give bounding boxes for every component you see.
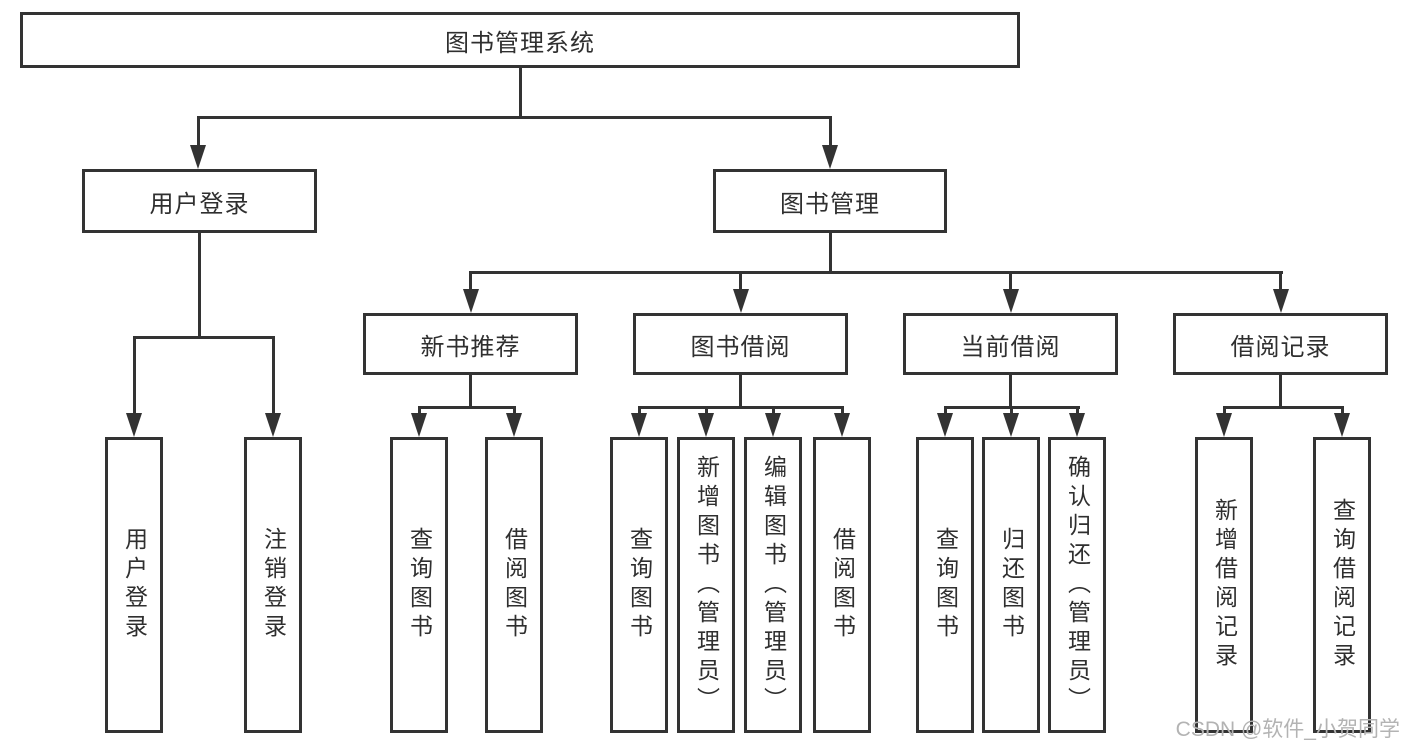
arrowhead bbox=[1003, 413, 1019, 437]
connector-line bbox=[417, 406, 516, 409]
leaf-label: 借阅图书 bbox=[829, 527, 856, 643]
arrowhead bbox=[462, 289, 479, 313]
arrowhead bbox=[732, 289, 749, 313]
node-book-borrow: 图书借阅 bbox=[633, 313, 848, 375]
connector-line bbox=[198, 233, 201, 338]
leaf-label: 编辑图书（管理员） bbox=[760, 454, 787, 716]
arrowhead bbox=[834, 413, 850, 437]
connector-line bbox=[1009, 375, 1012, 409]
connector-line bbox=[271, 335, 275, 426]
arrowhead bbox=[937, 413, 953, 437]
leaf-return-book: 归还图书 bbox=[982, 437, 1040, 733]
leaf-borrow-books-recommend: 借阅图书 bbox=[485, 437, 543, 733]
arrowhead bbox=[1272, 289, 1289, 313]
leaf-label: 查询图书 bbox=[932, 527, 959, 643]
arrowhead bbox=[126, 413, 142, 437]
leaf-borrow-books: 借阅图书 bbox=[813, 437, 871, 733]
connector-line bbox=[132, 335, 275, 339]
connector-line bbox=[1009, 270, 1012, 304]
leaf-label: 用户登录 bbox=[121, 527, 148, 643]
leaf-query-books-current: 查询图书 bbox=[916, 437, 974, 733]
connector-line bbox=[828, 115, 832, 162]
connector-line bbox=[518, 68, 522, 118]
node-book-management: 图书管理 bbox=[713, 169, 947, 233]
connector-line bbox=[196, 115, 832, 119]
connector-line bbox=[828, 233, 832, 272]
leaf-label: 查询借阅记录 bbox=[1329, 498, 1356, 672]
connector-line bbox=[132, 335, 136, 426]
connector-line bbox=[469, 270, 1283, 274]
leaf-label: 借阅图书 bbox=[501, 527, 528, 643]
leaf-confirm-return-admin: 确认归还（管理员） bbox=[1048, 437, 1106, 733]
node-user-login: 用户登录 bbox=[82, 169, 317, 233]
arrowhead bbox=[265, 413, 281, 437]
leaf-label: 新增借阅记录 bbox=[1211, 498, 1238, 672]
arrowhead bbox=[1334, 413, 1350, 437]
connector-line bbox=[1279, 270, 1282, 304]
leaf-add-book-admin: 新增图书（管理员） bbox=[677, 437, 735, 733]
arrowhead bbox=[822, 145, 838, 169]
leaf-label: 查询图书 bbox=[626, 527, 653, 643]
csdn-watermark: CSDN @软件_小贺同学 bbox=[1175, 718, 1400, 741]
connector-line bbox=[1279, 375, 1282, 409]
arrowhead bbox=[190, 145, 206, 169]
node-new-book-recommend: 新书推荐 bbox=[363, 313, 578, 375]
connector-line bbox=[1222, 406, 1344, 409]
connector-line bbox=[739, 270, 742, 304]
connector-line bbox=[196, 115, 200, 162]
connector-line bbox=[739, 375, 742, 409]
arrowhead bbox=[631, 413, 647, 437]
connector-line bbox=[469, 270, 472, 304]
leaf-query-borrow-record: 查询借阅记录 bbox=[1313, 437, 1371, 733]
arrowhead bbox=[1069, 413, 1085, 437]
node-current-borrow: 当前借阅 bbox=[903, 313, 1118, 375]
leaf-query-books-recommend: 查询图书 bbox=[390, 437, 448, 733]
arrowhead bbox=[698, 413, 714, 437]
node-library-system: 图书管理系统 bbox=[20, 12, 1020, 68]
node-borrow-records: 借阅记录 bbox=[1173, 313, 1388, 375]
leaf-logout: 注销登录 bbox=[244, 437, 302, 733]
arrowhead bbox=[1216, 413, 1232, 437]
arrowhead bbox=[1002, 289, 1019, 313]
leaf-label: 新增图书（管理员） bbox=[693, 454, 720, 716]
leaf-label: 确认归还（管理员） bbox=[1064, 454, 1091, 716]
connector-line bbox=[637, 406, 844, 409]
arrowhead bbox=[411, 413, 427, 437]
leaf-user-login: 用户登录 bbox=[105, 437, 163, 733]
arrowhead bbox=[506, 413, 522, 437]
leaf-add-borrow-record: 新增借阅记录 bbox=[1195, 437, 1253, 733]
connector-line bbox=[469, 375, 472, 409]
arrowhead bbox=[765, 413, 781, 437]
leaf-label: 归还图书 bbox=[998, 527, 1025, 643]
leaf-label: 查询图书 bbox=[406, 527, 433, 643]
leaf-query-books-borrow: 查询图书 bbox=[610, 437, 668, 733]
leaf-label: 注销登录 bbox=[260, 527, 287, 643]
leaf-edit-book-admin: 编辑图书（管理员） bbox=[744, 437, 802, 733]
